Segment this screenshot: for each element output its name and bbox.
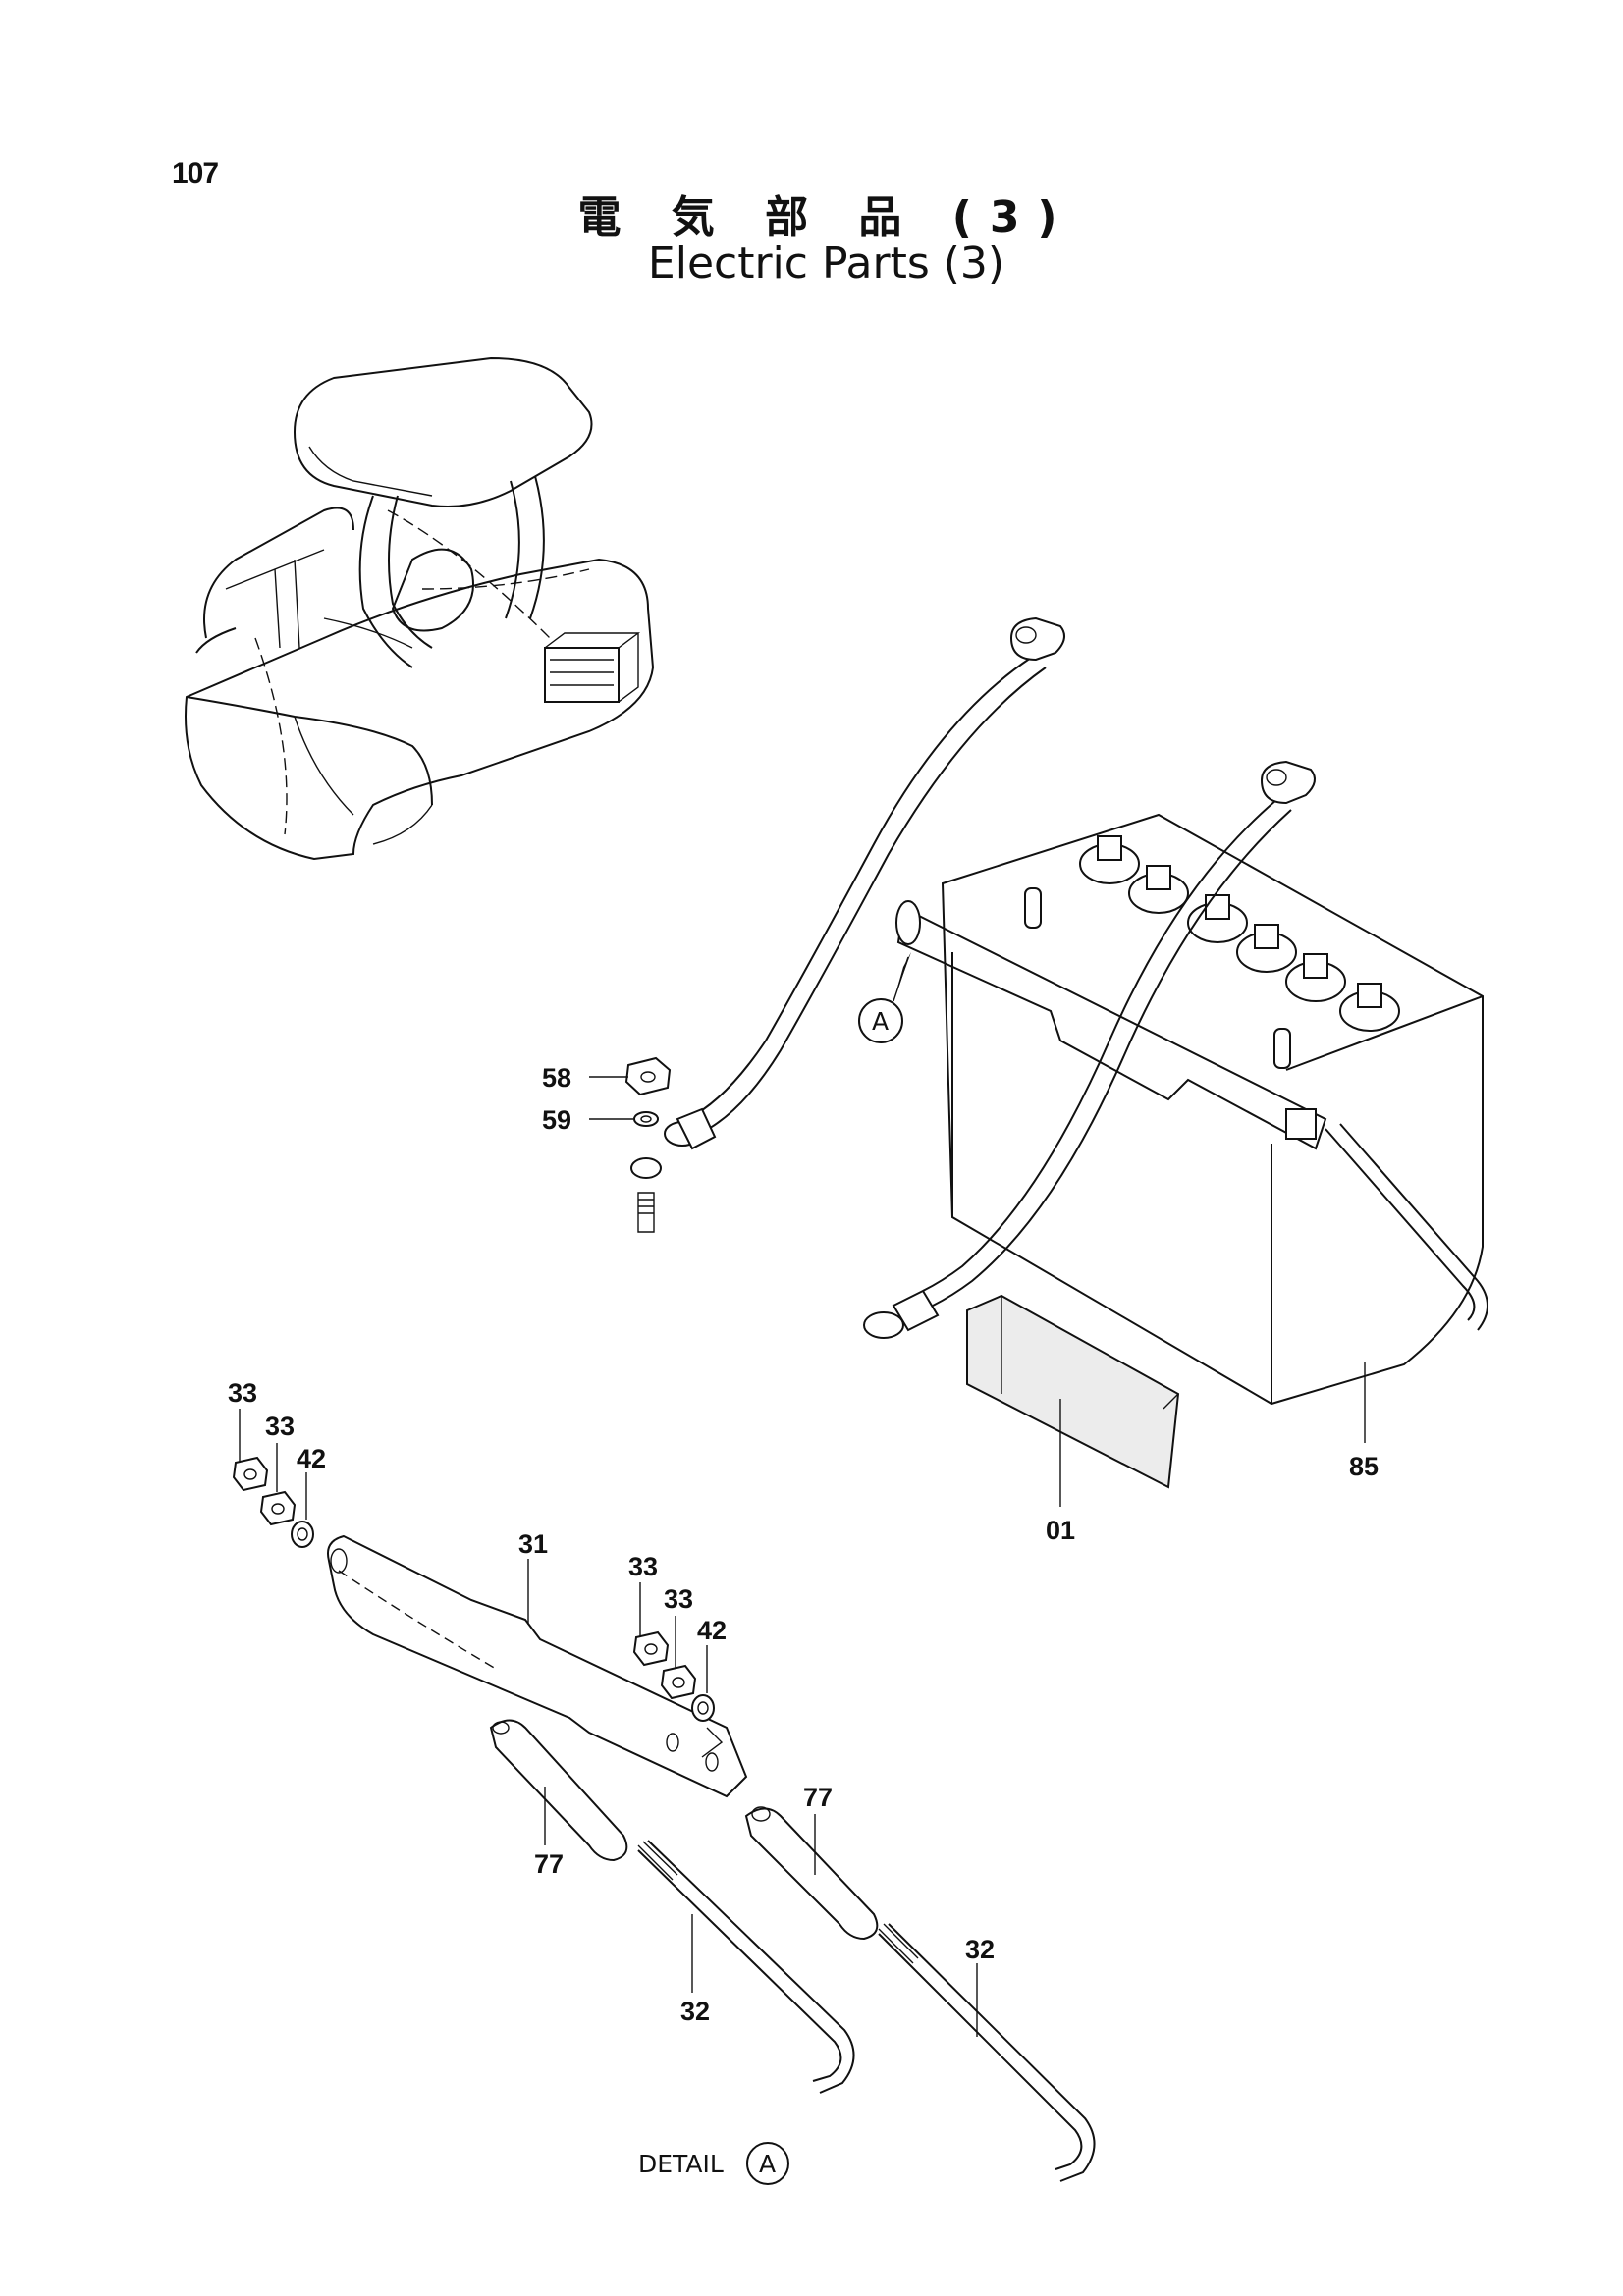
- machine-overview-illustration: [185, 356, 655, 861]
- detail-caption: DETAIL: [638, 2150, 724, 2178]
- callout-85: 85: [1349, 1452, 1379, 1481]
- detail-a-reference-marker: [858, 952, 911, 1043]
- callout-59: 59: [542, 1105, 571, 1135]
- callout-33-left-1: 33: [228, 1378, 257, 1408]
- callout-01: 01: [1046, 1516, 1075, 1545]
- detail-a-sleeves: [489, 1719, 879, 1941]
- callout-33-left-2: 33: [265, 1412, 295, 1441]
- battery-cables: [664, 616, 1316, 1339]
- callout-58: 58: [542, 1063, 571, 1093]
- battery-assembly: [895, 813, 1488, 1507]
- callout-32-left: 32: [680, 1997, 710, 2026]
- callout-77-right: 77: [803, 1783, 833, 1812]
- page-title-english: Electric Parts (3): [647, 239, 1005, 289]
- callout-32-right: 32: [965, 1935, 995, 1964]
- callout-42-right: 42: [697, 1616, 727, 1645]
- detail-a-nuts-washers: [232, 1409, 724, 1758]
- page-number: 107: [172, 157, 219, 189]
- callout-77-left: 77: [534, 1849, 564, 1879]
- callout-31: 31: [518, 1529, 548, 1559]
- detail-a-hold-down-bar: [327, 1534, 748, 1798]
- detail-a-marker-letter: A: [872, 1007, 889, 1036]
- callout-42-left: 42: [297, 1444, 326, 1473]
- callout-33-right-2: 33: [664, 1584, 693, 1614]
- detail-a-j-bolts: [637, 1840, 1096, 2182]
- page-title-japanese: 電 気 部 品 (3): [577, 192, 1075, 242]
- detail-caption-ref: A: [759, 2150, 776, 2178]
- battery-vent-caps: [1079, 835, 1400, 1032]
- nut-washer-stack: [589, 1056, 672, 1233]
- callout-33-right-1: 33: [628, 1552, 658, 1581]
